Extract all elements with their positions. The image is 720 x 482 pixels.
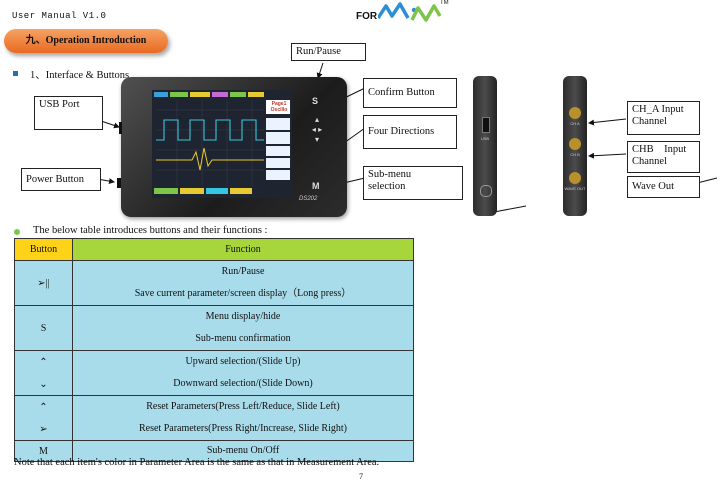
function-line: Downward selection/(Slide Down) <box>173 378 313 389</box>
function-line: Reset Parameters(Press Right/Increase, S… <box>138 423 347 434</box>
function-line: Menu display/hide <box>205 311 281 322</box>
callout-ch-a: CH_A Input Channel <box>627 101 700 135</box>
row-button-right: ➢ <box>14 418 73 441</box>
callout-ch-a-line2: Channel <box>632 116 667 127</box>
callout-confirm-button: Confirm Button <box>363 78 457 108</box>
manual-version: User Manual V1.0 <box>12 11 107 21</box>
cha-label: CH A <box>570 121 580 126</box>
callout-submenu-line1: Sub-menu <box>368 169 412 180</box>
table-row: ⌄ Downward selection/(Slide Down) <box>14 373 414 396</box>
callout-power-button: Power Button <box>21 168 101 191</box>
table-row: ➢|| Run/Pause Save current parameter/scr… <box>14 260 414 306</box>
subheading: 1、Interface & Buttons <box>30 70 130 81</box>
function-line: Save current parameter/screen display（Lo… <box>134 288 352 299</box>
callout-wave-out: Wave Out <box>627 176 700 198</box>
row-function: Upward selection/(Slide Up) <box>72 350 414 373</box>
function-line: Run/Pause <box>221 266 265 277</box>
header-function: Function <box>72 238 414 261</box>
callout-chb-line2: Channel <box>632 156 667 167</box>
device-key-s: S <box>312 96 319 106</box>
brand-logo-icon <box>378 2 442 22</box>
device-model: DS202 <box>299 196 318 202</box>
function-line: Sub-menu confirmation <box>195 333 291 344</box>
chb-connector-icon <box>569 138 581 150</box>
chb-label: CH B <box>570 152 580 157</box>
square-bullet-icon <box>13 71 18 76</box>
device-key-m: M <box>312 181 320 191</box>
function-line: Sub-menu On/Off <box>206 445 280 456</box>
row-function: Downward selection/(Slide Down) <box>72 373 414 396</box>
usb-port-slot <box>119 122 122 134</box>
row-button-m: M <box>14 440 73 462</box>
callout-chb-line1: CHB Input <box>632 144 687 155</box>
callout-submenu-selection: Sub-menu selection <box>363 166 463 200</box>
callout-ch-a-line1: CH_A Input <box>632 104 684 115</box>
device-screen <box>152 90 292 198</box>
side-usb-label: USB <box>480 136 490 141</box>
header-button: Button <box>14 238 73 261</box>
table-row: ➢ Reset Parameters(Press Right/Increase,… <box>14 418 414 441</box>
wave-out-connector-icon <box>569 172 581 184</box>
direction-down-icon: ▾ <box>314 135 319 144</box>
footnote: Note that each item's color in Parameter… <box>14 457 380 468</box>
direction-leftright-icon: ◂ ▸ <box>311 125 323 134</box>
function-line: Upward selection/(Slide Up) <box>185 356 301 367</box>
screen-page-line1: Page1 <box>271 101 287 107</box>
row-function: Sub-menu On/Off <box>72 440 414 462</box>
trademark-mark: TM <box>440 0 449 6</box>
function-line: Reset Parameters(Press Left/Reduce, Slid… <box>146 401 340 412</box>
page-number: 7 <box>359 472 363 481</box>
side-usb-port <box>482 117 490 133</box>
row-button-left: ⌃ <box>14 395 73 418</box>
direction-up-icon: ▴ <box>314 115 319 124</box>
wave-out-label: WAVE OUT <box>564 186 586 191</box>
button-function-table: Button Function ➢|| Run/Pause Save curre… <box>14 238 414 462</box>
callout-run-pause: Run/Pause <box>291 43 366 61</box>
row-button-down: ⌄ <box>14 373 73 396</box>
section-title: 九、Operation Introduction <box>4 29 168 53</box>
row-function: Reset Parameters(Press Left/Reduce, Slid… <box>72 395 414 418</box>
callout-chb: CHB Input Channel <box>627 141 700 173</box>
row-button-s: S <box>14 305 73 351</box>
round-bullet-icon <box>14 229 20 235</box>
power-button-side <box>117 178 121 188</box>
table-header-row: Button Function <box>14 238 414 261</box>
table-intro: The below table introduces buttons and t… <box>33 225 268 236</box>
callout-four-directions: Four Directions <box>363 115 457 149</box>
row-function: Menu display/hide Sub-menu confirmation <box>72 305 414 351</box>
device-direction-pad: ▴ ◂ ▸ ▾ <box>310 115 324 145</box>
table-row: S Menu display/hide Sub-menu confirmatio… <box>14 305 414 351</box>
row-function: Reset Parameters(Press Right/Increase, S… <box>72 418 414 441</box>
side-power-button-icon <box>480 185 492 197</box>
cha-connector-icon <box>569 107 581 119</box>
row-button-run-pause: ➢|| <box>14 260 73 306</box>
row-button-up: ⌃ <box>14 350 73 373</box>
table-row: M Sub-menu On/Off <box>14 440 414 462</box>
callout-submenu-line2: selection <box>368 181 406 192</box>
device-side-usb <box>473 76 497 216</box>
brand-for-text: FOR <box>356 11 378 22</box>
table-row: ⌃ Reset Parameters(Press Left/Reduce, Sl… <box>14 395 414 418</box>
screen-page-label: Page1 Oscillo <box>267 101 291 113</box>
callout-usb-port: USB Port <box>34 96 103 130</box>
screen-page-line2: Oscillo <box>270 107 288 113</box>
row-function: Run/Pause Save current parameter/screen … <box>72 260 414 306</box>
table-row: ⌃ Upward selection/(Slide Up) <box>14 350 414 373</box>
